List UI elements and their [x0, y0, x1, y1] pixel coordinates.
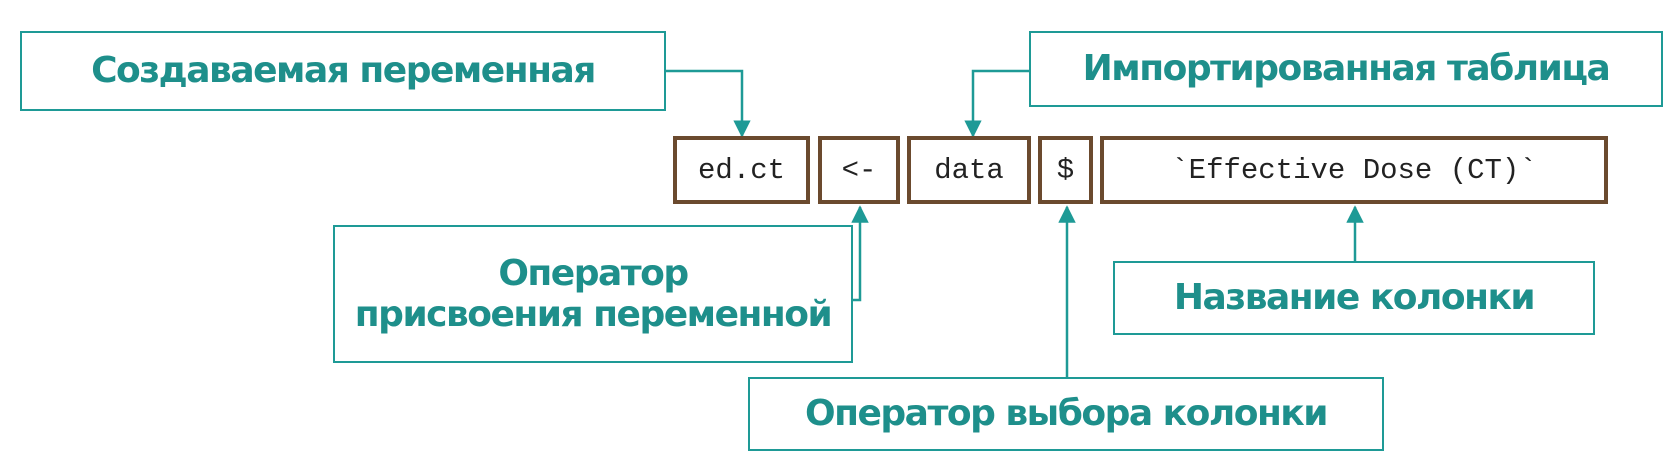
label-column-select-operator: Оператор выбора колонки — [748, 377, 1384, 451]
label-assign-operator-line2: присвоения переменной — [354, 294, 833, 335]
label-created-variable-text: Создаваемая переменная — [91, 50, 596, 92]
code-token-table-text: data — [934, 153, 1004, 187]
code-token-selector-text: $ — [1056, 153, 1075, 187]
arrow-imported-table — [964, 69, 1030, 138]
label-column-name-text: Название колонки — [1173, 277, 1536, 319]
label-imported-table-text: Импортированная таблица — [1082, 48, 1611, 90]
label-column-name: Название колонки — [1113, 261, 1595, 335]
label-assign-operator-line1: Оператор — [498, 252, 689, 294]
code-token-column: `Effective Dose (CT)` — [1100, 136, 1608, 204]
label-imported-table: Импортированная таблица — [1029, 31, 1663, 107]
arrow-assign-operator — [851, 205, 869, 302]
code-token-column-text: `Effective Dose (CT)` — [1171, 153, 1537, 187]
label-created-variable: Создаваемая переменная — [20, 31, 666, 111]
code-token-assign: <- — [818, 136, 900, 204]
code-token-variable-text: ed.ct — [697, 153, 785, 187]
label-assign-operator: Оператор присвоения переменной — [333, 225, 853, 363]
code-token-assign-text: <- — [841, 153, 877, 187]
label-column-select-operator-text: Оператор выбора колонки — [805, 393, 1328, 435]
code-token-selector: $ — [1038, 136, 1093, 204]
code-token-variable: ed.ct — [673, 136, 810, 204]
arrow-created-variable — [665, 69, 751, 138]
code-token-table: data — [907, 136, 1031, 204]
